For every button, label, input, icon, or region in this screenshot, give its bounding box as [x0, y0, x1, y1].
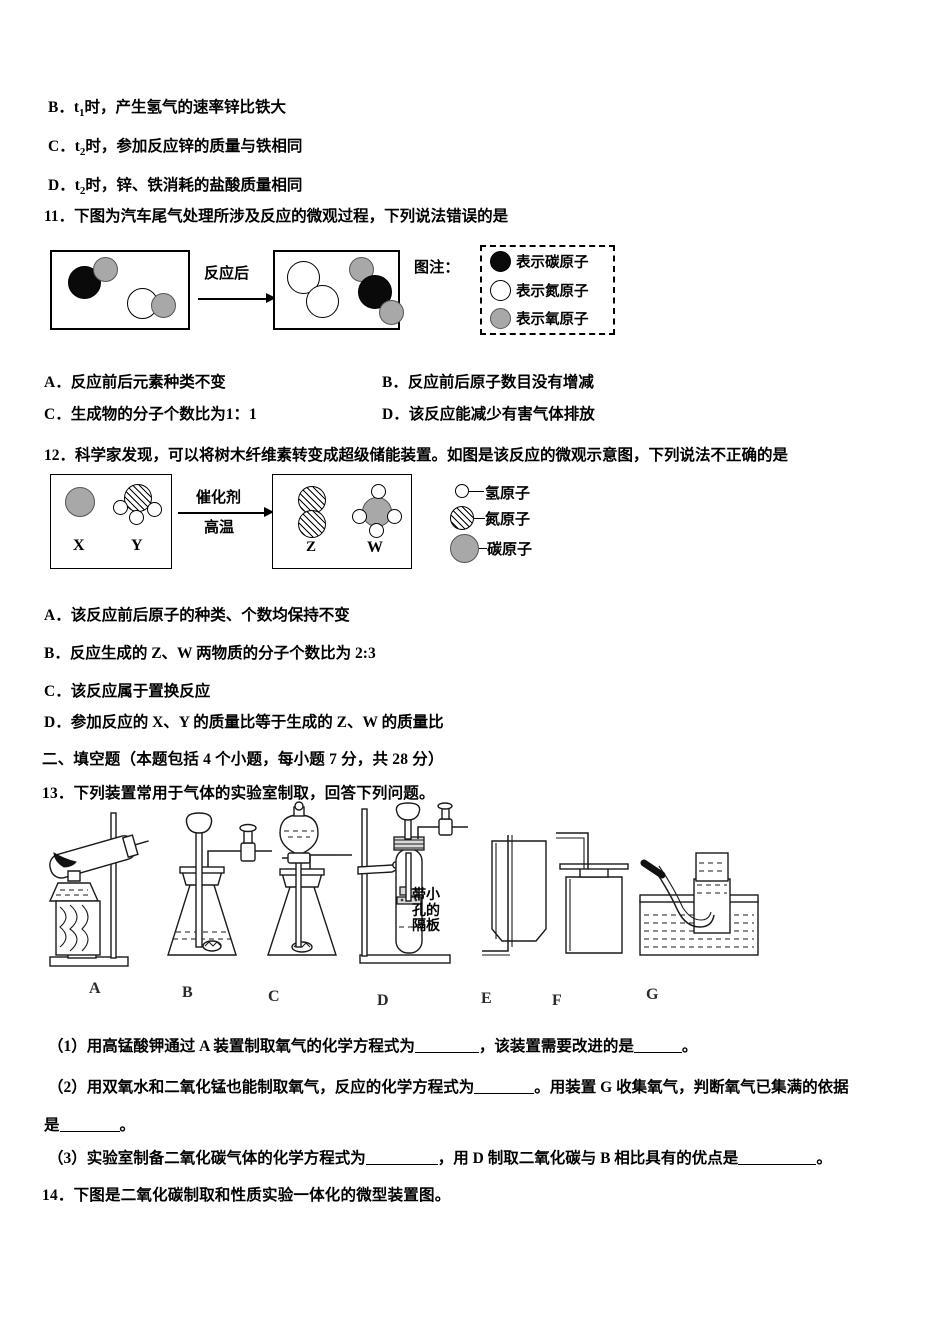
answer-blank[interactable] — [633, 1052, 682, 1053]
oxygen-atom — [93, 257, 118, 282]
legend-item-carbon: 表示碳原子 — [490, 251, 589, 272]
answer-blank[interactable] — [59, 1131, 120, 1132]
option-q12-B: B．反应生成的 Z、W 两物质的分子个数比为 2:3 — [44, 645, 376, 662]
q12-reaction-arrow: 催化剂 高温 — [178, 484, 274, 544]
question-13-part-1: （1）用高锰酸钾通过 A 装置制取氧气的化学方程式为，该装置需要改进的是。 — [48, 1038, 698, 1055]
q12-product-box: Z W — [272, 474, 412, 569]
option-q10-B: B．t1时，产生氢气的速率锌比铁大 — [48, 99, 287, 120]
q11-arrow-label: 反应后 — [204, 266, 250, 282]
black-circle-icon — [490, 251, 511, 272]
option-q10-D: D．t2时，锌、铁消耗的盐酸质量相同 — [48, 177, 303, 198]
section-2-heading: 二、填空题（本题包括 4 个小题，每小题 7 分，共 28 分） — [42, 751, 444, 768]
option-q11-C: C．生成物的分子个数比为1：1 — [44, 406, 257, 423]
substance-label-Z: Z — [306, 539, 317, 555]
legend-item-nitrogen: 表示氮原子 — [490, 280, 589, 301]
legend-label: 表示氧原子 — [516, 312, 589, 328]
apparatus-G — [639, 852, 759, 956]
option-q11-A: A．反应前后元素种类不变 — [44, 374, 226, 391]
answer-blank[interactable] — [738, 1164, 817, 1165]
q11-legend-box: 表示碳原子 表示氮原子 表示氧原子 — [480, 245, 615, 335]
apparatus-label-D: D — [377, 992, 389, 1009]
apparatus-D — [357, 802, 468, 964]
legend-label: 表示氮原子 — [516, 284, 589, 300]
hydrogen-atom — [387, 509, 402, 524]
apparatus-F — [556, 832, 629, 954]
option-q11-B: B．反应前后原子数目没有增减 — [382, 374, 594, 391]
question-13-part-3: （3）实验室制备二氧化碳气体的化学方程式为，用 D 制取二氧化碳与 B 相比具有… — [48, 1150, 832, 1167]
legend-nitrogen-icon — [450, 506, 474, 530]
q11-reaction-arrow: 反应后 — [198, 262, 278, 312]
apparatus-label-C: C — [268, 988, 280, 1005]
option-q12-D: D．参加反应的 X、Y 的质量比等于生成的 Z、W 的质量比 — [44, 714, 444, 731]
white-circle-icon — [490, 280, 511, 301]
hydrogen-atom — [129, 510, 144, 525]
option-q12-C: C．该反应属于置换反应 — [44, 683, 211, 700]
question-13-part-2-cont: 是。 — [44, 1117, 136, 1134]
hydrogen-atom — [369, 523, 384, 538]
hydrogen-atom — [113, 500, 128, 515]
oxygen-atom — [379, 300, 404, 325]
nitrogen-atom — [298, 510, 326, 538]
question-13-part-2: （2）用双氧水和二氧化锰也能制取氧气，反应的化学方程式为。用装置 G 收集氧气，… — [48, 1079, 849, 1096]
answer-blank[interactable] — [474, 1093, 535, 1094]
legend-label-nitrogen: 氮原子 — [485, 512, 531, 528]
q12-arrow-label-hightemp: 高温 — [204, 520, 235, 536]
legend-item-oxygen: 表示氧原子 — [490, 308, 589, 329]
option-q10-C: C．t2时，参加反应锌的质量与铁相同 — [48, 138, 303, 159]
substance-label-X: X — [73, 537, 85, 554]
hydrogen-atom — [147, 502, 162, 517]
d-note-line: 孔的 — [412, 903, 440, 919]
option-q12-A: A．该反应前后原子的种类、个数均保持不变 — [44, 607, 350, 624]
apparatus-C — [267, 801, 352, 956]
question-11-stem: 11．下图为汽车尾气处理所涉及反应的微观过程，下列说法错误的是 — [44, 208, 509, 225]
apparatus-B — [167, 812, 272, 956]
apparatus-D-note: 带小 孔的 隔板 — [412, 888, 440, 935]
answer-blank[interactable] — [414, 1052, 479, 1053]
oxygen-atom — [151, 293, 176, 318]
legend-label-carbon: 碳原子 — [487, 542, 533, 558]
d-note-line: 带小 — [412, 888, 440, 903]
apparatus-label-F: F — [552, 992, 562, 1009]
apparatus-label-B: B — [182, 984, 193, 1001]
q11-legend-title: 图注： — [414, 260, 460, 276]
apparatus-label-A: A — [89, 980, 101, 997]
question-14-stem: 14．下图是二氧化碳制取和性质实验一体化的微型装置图。 — [42, 1187, 451, 1204]
hydrogen-atom — [352, 509, 367, 524]
q12-arrow-label-catalyst: 催化剂 — [196, 490, 242, 506]
option-q11-D: D．该反应能减少有害气体排放 — [382, 406, 595, 423]
apparatus-label-G: G — [646, 986, 659, 1003]
legend-hydrogen-icon — [455, 484, 469, 498]
q12-reactant-box: X Y — [50, 474, 172, 569]
substance-label-W: W — [367, 539, 383, 556]
legend-label-hydrogen: 氢原子 — [485, 486, 531, 502]
nitrogen-atom — [306, 285, 339, 318]
nitrogen-atom — [298, 486, 326, 514]
q11-product-box — [273, 250, 404, 330]
question-13-stem: 13．下列装置常用于气体的实验室制取，回答下列问题。 — [42, 785, 435, 802]
q11-reactant-box — [50, 250, 190, 330]
apparatus-figure — [40, 801, 759, 980]
apparatus-E — [482, 835, 547, 956]
answer-blank[interactable] — [365, 1164, 438, 1165]
d-note-line: 隔板 — [412, 919, 440, 935]
hydrogen-atom — [371, 484, 386, 499]
substance-label-Y: Y — [131, 537, 143, 554]
gray-circle-icon — [490, 308, 511, 329]
carbon-atom — [65, 487, 95, 517]
apparatus-A — [48, 812, 149, 967]
legend-label: 表示碳原子 — [516, 255, 589, 271]
question-12-stem: 12．科学家发现，可以将树木纤维素转变成超级储能装置。如图是该反应的微观示意图，… — [44, 447, 789, 464]
legend-carbon-icon — [450, 534, 479, 563]
apparatus-label-E: E — [481, 990, 492, 1007]
